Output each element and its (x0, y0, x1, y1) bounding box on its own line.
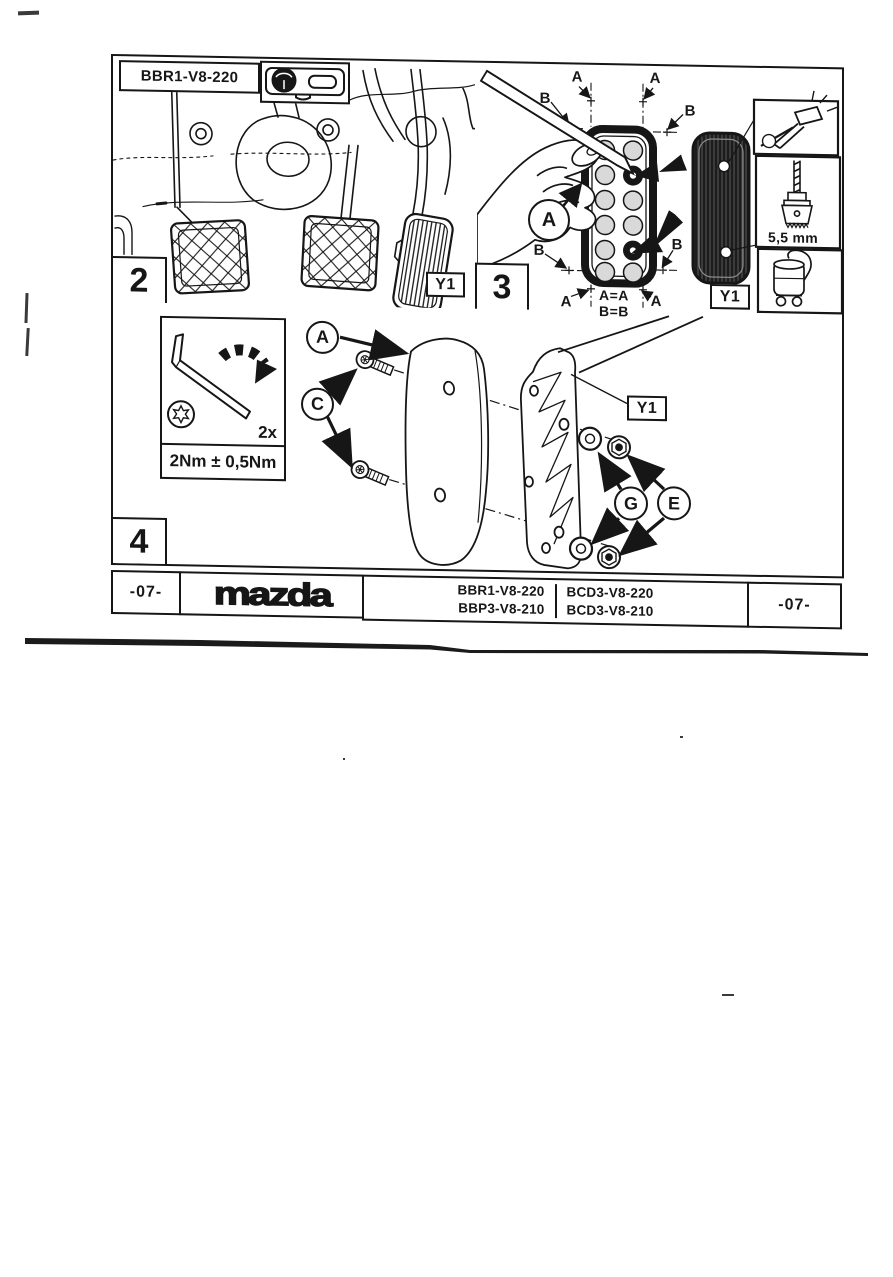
part-code-3: BCD3-V8-220 (567, 583, 654, 603)
torque-spec-label: 2Nm ± 0,5Nm (162, 443, 284, 479)
panel2-y1-text: Y1 (435, 275, 456, 293)
callout-c-panel4: C (301, 387, 334, 421)
panel4-y1-text: Y1 (637, 399, 658, 417)
part-code-4: BCD3-V8-210 (567, 601, 654, 621)
note-a-equals-a: A=A (599, 287, 629, 304)
part-codes-column-1: BBR1-V8-220 BBP3-V8-210 (458, 581, 545, 619)
marker-a-bottom-1: A (557, 292, 575, 310)
footer-brand-box: mazda (179, 571, 364, 618)
torx-star-icon (168, 401, 194, 427)
marker-b-bottom-1: B (530, 241, 548, 259)
callout-e-panel4: E (657, 486, 691, 521)
marker-b-top-1: B (536, 89, 554, 107)
dashboard-location-icon (263, 64, 347, 102)
flange-nut-bottom (598, 546, 620, 568)
callout-a-panel3: A (528, 199, 570, 242)
step-3-number-box: 3 (475, 263, 529, 310)
step-4-number-box: 4 (113, 517, 167, 564)
rotation-arrow-icon (222, 350, 277, 384)
flange-nut-top (608, 436, 630, 458)
panel3-y1-text: Y1 (720, 288, 741, 306)
callout-g-panel4: G (614, 486, 648, 521)
marker-a-bottom-2: A (647, 292, 665, 310)
part-code-box: BBR1-V8-220 (119, 60, 260, 94)
marking-illustration (477, 63, 842, 316)
callout-a-panel4: A (306, 321, 339, 355)
drill-size-label: 5,5 mm (768, 229, 818, 246)
panel4-y1-tag: Y1 (627, 395, 667, 421)
marker-a-top-2: A (646, 69, 664, 87)
marker-b-bottom-2: B (668, 235, 686, 253)
washer-bottom (570, 537, 592, 559)
marker-a-top-1: A (568, 67, 586, 85)
footer-page-code-left: -07- (111, 570, 181, 615)
part-code-text: BBR1-V8-220 (141, 68, 239, 87)
marker-b-top-2: B (681, 101, 699, 119)
step-3-number: 3 (493, 270, 512, 304)
footer-page-code-right: -07- (747, 582, 842, 630)
part-code-2: BBP3-V8-210 (458, 599, 545, 619)
part-codes-column-2: BCD3-V8-220 BCD3-V8-210 (567, 583, 654, 621)
part-codes-divider (555, 584, 557, 618)
panel2-y1-tag: Y1 (426, 272, 465, 298)
torx-screw-bottom (349, 458, 390, 489)
step-4-number: 4 (130, 524, 149, 558)
step-2-number: 2 (130, 263, 149, 297)
footer-part-codes-box: BBR1-V8-220 BBP3-V8-210 BCD3-V8-220 BCD3… (362, 575, 749, 628)
diagram-frame: BBR1-V8-220 2 Y1 (111, 54, 844, 578)
mazda-logo: mazda (213, 576, 329, 614)
washer-top (579, 428, 601, 450)
scan-fold-line (0, 630, 893, 666)
quantity-label: 2x (258, 423, 277, 443)
step-2-number-box: 2 (113, 256, 167, 303)
panel3-y1-tag: Y1 (710, 284, 750, 310)
part-code-1: BBR1-V8-220 (458, 581, 545, 601)
torque-tool-box: 2x 2Nm ± 0,5Nm (160, 316, 286, 481)
location-icon-box (260, 61, 350, 105)
torx-screw-top (354, 348, 395, 379)
